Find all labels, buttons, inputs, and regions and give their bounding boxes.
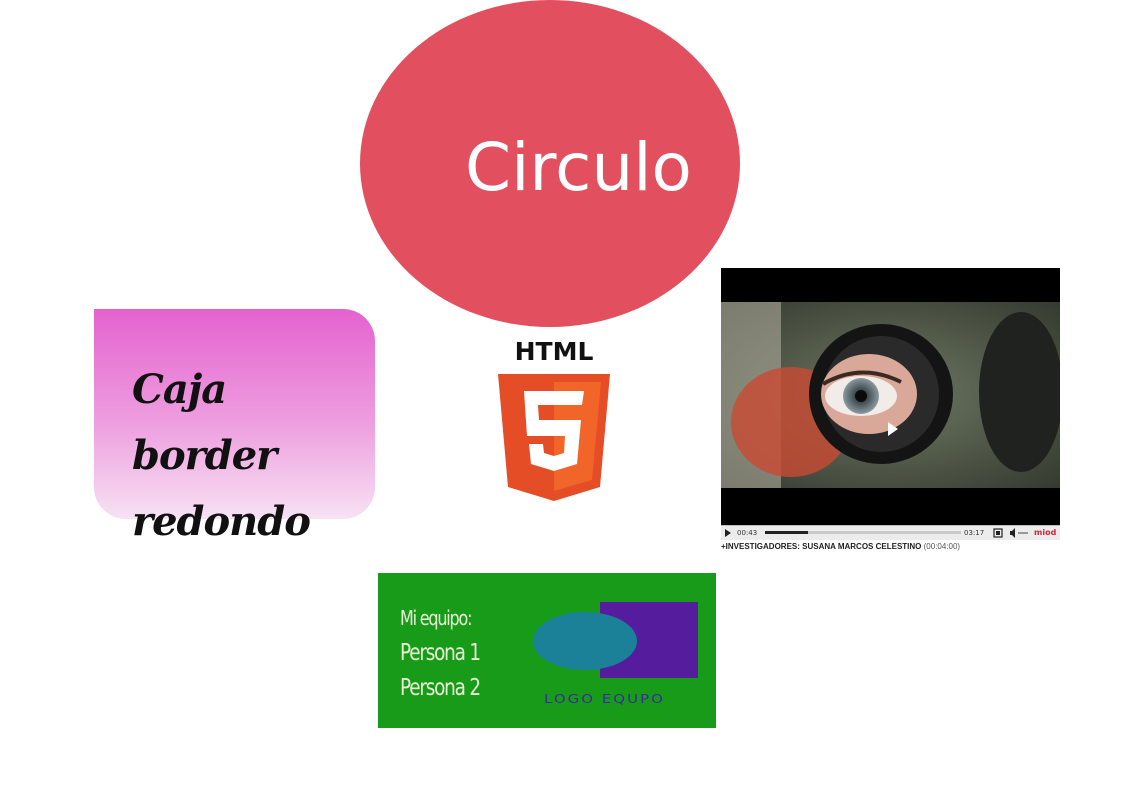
team-title: Mi equipo: [400,606,472,630]
video-caption-title: +INVESTIGADORES: SUSANA MARCOS CELESTINO [721,542,922,551]
progress-fill [765,531,809,534]
rounded-box-text: Caja border redondo [132,357,372,555]
play-overlay-icon[interactable] [888,422,898,436]
team-logo-label: LOGO EQUPO [544,691,665,707]
rounded-gradient-box: Caja border redondo [94,309,375,545]
video-frame[interactable] [721,302,1060,488]
volume-icon[interactable] [1009,526,1029,540]
current-time: 00:43 [737,529,758,537]
progress-track[interactable] [765,531,961,534]
team-member-2: Persona 2 [400,675,481,701]
html5-logo-label: HTML [515,338,594,366]
team-logo-ellipse [533,612,637,670]
circle-label: Circulo [465,129,692,206]
video-caption: +INVESTIGADORES: SUSANA MARCOS CELESTINO… [721,542,960,551]
html5-digit-five [524,391,584,471]
html5-logo: HTML [498,338,610,501]
red-circle: Circulo [360,0,740,327]
video-controls: 00:43 03:17 miod [721,525,1060,540]
rounded-box-line-2: redondo [132,498,311,545]
video-player[interactable]: 00:43 03:17 miod [721,268,1060,540]
video-brand[interactable]: miod [1034,528,1057,537]
rounded-box-line-1: Caja border [132,366,277,479]
team-member-1: Persona 1 [400,640,481,666]
team-logo-banner: Mi equipo: Persona 1 Persona 2 LOGO EQUP… [378,573,716,728]
fullscreen-icon[interactable] [993,526,1003,540]
total-time: 03:17 [964,529,985,537]
video-caption-duration: (00:04:00) [923,542,961,551]
team-text: Mi equipo: Persona 1 Persona 2 [400,601,481,706]
play-icon[interactable] [724,526,732,540]
